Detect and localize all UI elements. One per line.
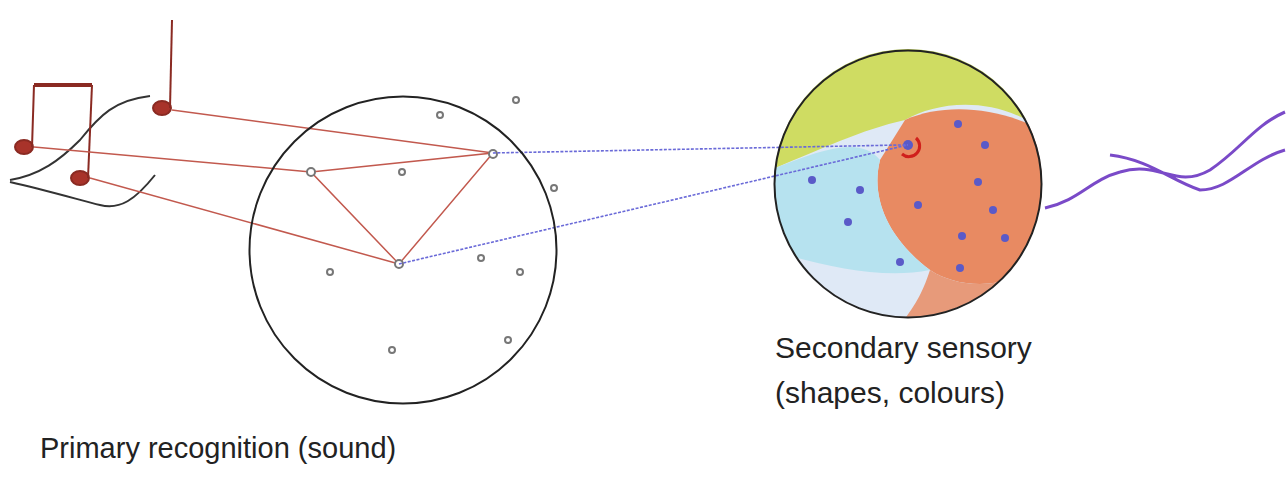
active-ring [902, 138, 920, 157]
signal-line [399, 145, 908, 264]
colour-fill [770, 45, 1050, 325]
output-squiggle [1045, 112, 1285, 208]
neuron-dots [307, 97, 557, 353]
signal-line [493, 145, 908, 153]
neuron-dots [808, 120, 1009, 272]
music-notes [15, 20, 172, 185]
region-circle: Secondary sensory (shapes, colours) [773, 49, 1043, 319]
circle-outline [773, 49, 1043, 319]
circle-outline [248, 95, 558, 405]
region-label: Primary recognition (sound) [40, 427, 560, 471]
region-circle: Primary recognition (sound) [248, 95, 558, 405]
sound-wave [10, 96, 150, 180]
region-label: Secondary sensory (shapes, colours) [775, 325, 1075, 415]
